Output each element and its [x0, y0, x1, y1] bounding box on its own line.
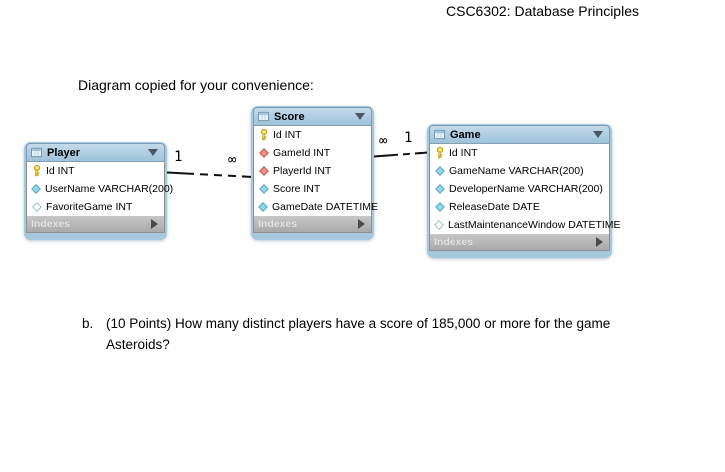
diamond-filled-icon	[434, 166, 445, 176]
table-header: Player	[26, 143, 165, 162]
table-column-row: ReleaseDate DATE	[430, 198, 609, 216]
question-text: (10 Points) How many distinct players ha…	[106, 313, 610, 355]
db-table-game: Game Id INT GameName VARCHAR(200) Develope…	[427, 124, 621, 258]
question-text-line1: (10 Points) How many distinct players ha…	[106, 316, 611, 331]
table-name: Game	[450, 128, 481, 141]
column-definition: GameName VARCHAR(200)	[449, 165, 584, 177]
table-icon	[434, 129, 445, 140]
table-name: Score	[274, 110, 305, 123]
table-indexes-bar: Indexes	[26, 216, 165, 233]
diamond-outline-icon	[31, 202, 42, 212]
table-columns: Id INT GameId INT PlayerId INT Score INT Gam…	[253, 126, 378, 216]
key-icon	[31, 165, 42, 177]
table-column-row: GameId INT	[254, 144, 371, 162]
cardinality-label: ∞	[379, 133, 388, 149]
column-definition: Id INT	[449, 147, 478, 159]
diamond-fk-icon	[258, 148, 269, 158]
cardinality-label: 1	[404, 130, 413, 146]
table-indexes-bar: Indexes	[429, 234, 610, 251]
diamond-outline-icon	[434, 220, 444, 230]
column-definition: Id INT	[46, 165, 75, 177]
indexes-label: Indexes	[31, 218, 71, 230]
question-label: b.	[82, 316, 94, 331]
table-icon	[31, 147, 42, 158]
table-header: Game	[429, 125, 610, 144]
intro-text: Diagram copied for your convenience:	[78, 77, 314, 93]
table-column-row: Id INT	[430, 144, 609, 162]
column-definition: GameDate DATETIME	[272, 201, 378, 213]
table-column-row: Id INT	[254, 126, 371, 144]
column-definition: ReleaseDate DATE	[449, 201, 540, 213]
chevron-right-icon	[151, 219, 158, 229]
column-definition: DeveloperName VARCHAR(200)	[449, 183, 603, 195]
column-definition: Id INT	[273, 129, 302, 141]
table-column-row: GameDate DATETIME	[254, 198, 378, 216]
table-column-row: GameName VARCHAR(200)	[430, 162, 609, 180]
table-column-row: LastMaintenanceWindow DATETIME	[430, 216, 621, 234]
indexes-label: Indexes	[434, 236, 474, 248]
key-icon	[258, 129, 269, 141]
relationship-line-score-game	[373, 151, 429, 158]
indexes-label: Indexes	[258, 218, 298, 230]
diamond-filled-icon	[31, 184, 41, 194]
db-table-player: Player Id INT UserName VARCHAR(200) Favori…	[24, 142, 173, 240]
column-definition: Score INT	[273, 183, 321, 195]
db-table-score: Score Id INT GameId INT PlayerId INT Score …	[251, 106, 378, 240]
table-indexes-bar: Indexes	[253, 216, 372, 233]
table-columns: Id INT GameName VARCHAR(200) DeveloperName…	[429, 144, 621, 234]
table-column-row: Id INT	[27, 162, 164, 180]
course-title: CSC6302: Database Principles	[446, 3, 639, 19]
cardinality-label: ∞	[228, 152, 237, 168]
table-column-row: Score INT	[254, 180, 371, 198]
table-column-row: PlayerId INT	[254, 162, 371, 180]
table-header: Score	[253, 107, 372, 126]
question-block: b. (10 Points) How many distinct players…	[82, 313, 610, 355]
relationship-line-player-score	[166, 171, 253, 178]
column-definition: GameId INT	[273, 147, 331, 159]
column-definition: UserName VARCHAR(200)	[45, 183, 174, 195]
chevron-right-icon	[358, 219, 365, 229]
chevron-down-icon	[593, 131, 603, 138]
column-definition: LastMaintenanceWindow DATETIME	[448, 219, 621, 231]
diamond-fk-icon	[258, 166, 269, 176]
table-name: Player	[47, 146, 81, 159]
diamond-filled-icon	[434, 184, 445, 194]
chevron-down-icon	[355, 113, 365, 120]
chevron-right-icon	[596, 237, 603, 247]
cardinality-label: 1	[174, 149, 183, 165]
table-column-row: FavoriteGame INT	[27, 198, 164, 216]
chevron-down-icon	[148, 149, 158, 156]
column-definition: FavoriteGame INT	[46, 201, 133, 213]
table-columns: Id INT UserName VARCHAR(200) FavoriteGame …	[26, 162, 173, 216]
diamond-filled-icon	[258, 202, 268, 212]
key-icon	[434, 147, 445, 159]
diamond-filled-icon	[434, 202, 445, 212]
table-icon	[258, 111, 269, 122]
question-text-line2: Asteroids?	[106, 337, 170, 352]
table-column-row: UserName VARCHAR(200)	[27, 180, 173, 198]
column-definition: PlayerId INT	[273, 165, 332, 177]
table-column-row: DeveloperName VARCHAR(200)	[430, 180, 609, 198]
diamond-filled-icon	[258, 184, 269, 194]
